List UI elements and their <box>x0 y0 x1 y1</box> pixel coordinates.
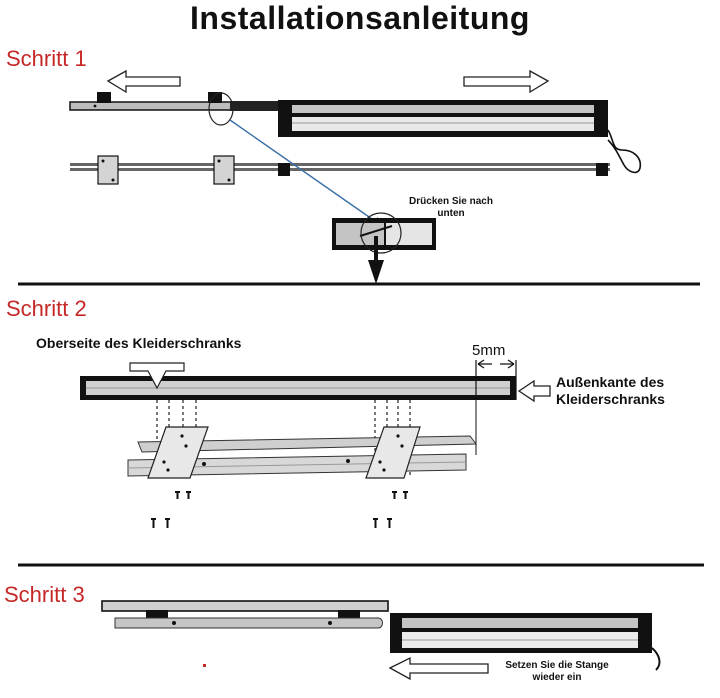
reinsert-rod-note-line2: wieder ein <box>532 672 582 683</box>
red-dot <box>203 664 206 667</box>
step3-mounted-rail <box>101 600 389 629</box>
reinsert-rod-note-line1: Setzen Sie die Stange <box>505 660 609 671</box>
step-1-label: Schritt 1 <box>6 46 87 71</box>
wardrobe-top-label: Oberseite des Kleiderschranks <box>36 335 242 351</box>
screws <box>151 491 408 528</box>
step1-zoom-pointer <box>229 119 383 227</box>
step3-tube <box>390 613 661 671</box>
reinsert-rod-note: Setzen Sie die Stange wieder ein <box>492 660 622 684</box>
step-3-label: Schritt 3 <box>4 582 85 607</box>
press-down-note-line1: Drücken Sie nach <box>409 196 493 207</box>
outer-edge-label: Außenkante des Kleiderschranks <box>556 374 665 408</box>
down-arrow-top <box>129 362 185 390</box>
gap-5mm-label: 5mm <box>472 342 506 359</box>
outer-edge-label-line1: Außenkante des <box>556 374 665 390</box>
bracket-right <box>365 426 421 479</box>
outer-edge-label-line2: Kleiderschranks <box>556 391 665 407</box>
step1-arrow-left <box>106 69 181 94</box>
page-title: Installationsanleitung <box>190 0 530 36</box>
step1-rod-with-brackets <box>70 155 610 185</box>
step1-arrow-right <box>463 69 550 94</box>
press-down-arrow <box>368 260 384 284</box>
step1-detail-zoom <box>332 212 436 284</box>
press-down-note: Drücken Sie nach unten <box>396 196 506 220</box>
gap-5mm-indicator <box>475 359 517 455</box>
edge-arrow <box>517 379 551 403</box>
step3-insert-arrow <box>388 656 489 681</box>
bracket-left <box>147 426 209 479</box>
wardrobe-top-panel <box>80 376 516 400</box>
step1-telescopic-rod-top <box>69 92 642 174</box>
step-2-label: Schritt 2 <box>6 296 87 321</box>
press-down-note-line2: unten <box>437 208 465 219</box>
